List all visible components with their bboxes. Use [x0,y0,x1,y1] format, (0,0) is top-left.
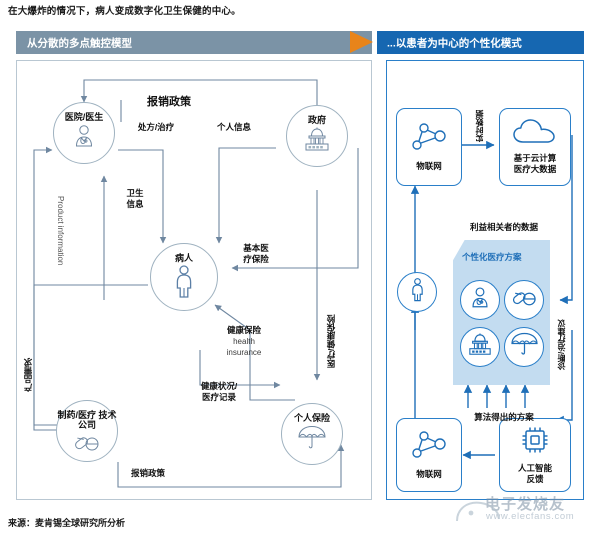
node-government-label: 政府 [307,115,326,125]
watermark-line1: 电子发烧友 [485,496,566,513]
header-right-label: ...以患者为中心的个性化模式 [387,37,522,49]
watermark-line2: www.elecfans.com [486,511,575,522]
label-algorithm-plan: 算法得出的方案 [474,412,534,422]
right-arrow-icon [350,31,373,53]
vertical-label-diagnosis-advice: 诊断/治疗建议 [557,319,566,370]
node-personal-insurance-label: 个人保险 [293,413,330,423]
flow-label-health-information: 卫生 信息 [126,188,144,210]
flow-label-health-insurance-cn: 健康保险 [226,325,261,335]
box-iot-top[interactable]: 物联网 [396,108,462,186]
vertical-label-realtime-data: 实时数据 [475,110,484,142]
plan-icon-pills[interactable] [504,280,544,320]
doctor-icon [468,286,492,314]
node-pharma-label: 制药/医疗 技术公司 [57,410,117,431]
page-caption: 在大爆炸的情况下，病人变成数字化卫生保健的中心。 [8,6,241,17]
header-bar-left: 从分散的多点触控模型 [16,31,372,54]
vertical-label-medical-insurance: 医疗/健康保险 [326,314,336,368]
flow-label-basic-medical-insurance: 基本医 疗保险 [243,243,269,265]
plan-icon-umbrella[interactable] [504,327,544,367]
node-hospital[interactable]: 医院/医生 [53,102,115,164]
government-building-icon [302,127,332,158]
government-building-icon [466,332,494,362]
header-bar-right: ...以患者为中心的个性化模式 [377,31,584,54]
flow-label-reimbursement-policy-top: 报销政策 [147,96,191,108]
box-iot-top-label: 物联网 [416,160,442,171]
header-left-label: 从分散的多点触控模型 [27,37,132,49]
person-icon [409,277,426,308]
umbrella-icon [510,332,539,362]
flow-label-health-status-records: 健康状况/ 医疗记录 [200,381,238,403]
network-nodes-icon [411,430,447,466]
vertical-label-product-demand: 产品需求 [23,358,33,392]
doctor-icon [71,124,97,153]
node-hospital-label: 医院/医生 [64,112,104,122]
chip-icon [519,425,551,460]
box-iot-bottom[interactable]: 物联网 [396,418,462,492]
umbrella-icon [297,425,327,456]
box-cloud-bigdata-label: 基于云计算 医疗大数据 [513,153,557,174]
node-government[interactable]: 政府 [286,105,348,167]
box-ai-feedback[interactable]: 人工智能 反馈 [499,418,571,492]
label-stakeholder-data: 利益相关者的数据 [469,222,538,232]
flow-label-health-insurance-en: health insurance [226,337,262,357]
personalized-plan-title: 个性化医疗方案 [462,252,522,262]
pills-icon [512,288,537,313]
source-note: 来源：麦肯锡全球研究所分析 [8,518,126,528]
person-icon [172,265,196,304]
flow-label-prescription-treatment: 处方/治疗 [137,122,175,132]
box-ai-feedback-label: 人工智能 反馈 [517,463,552,484]
plan-icon-doctor[interactable] [460,280,500,320]
node-personal-insurance[interactable]: 个人保险 [281,403,343,465]
flow-label-personal-information: 个人信息 [216,122,251,132]
node-patient-right[interactable] [397,272,437,312]
node-pharma[interactable]: 制药/医疗 技术公司 [56,400,118,462]
vertical-label-product-information: Product information [56,196,65,266]
node-patient[interactable]: 病人 [150,243,218,311]
box-cloud-bigdata[interactable]: 基于云计算 医疗大数据 [499,108,571,186]
watermark: 电子发烧友 www.elecfans.com [455,487,600,537]
watermark-mascot-icon [456,501,500,522]
cloud-icon [513,119,557,150]
network-nodes-icon [411,122,447,158]
plan-icon-government[interactable] [460,327,500,367]
box-iot-bottom-label: 物联网 [416,468,442,479]
node-patient-label: 病人 [174,253,193,263]
pills-icon [74,433,100,458]
flow-label-reimbursement-policy-bottom: 报销政策 [130,468,165,478]
